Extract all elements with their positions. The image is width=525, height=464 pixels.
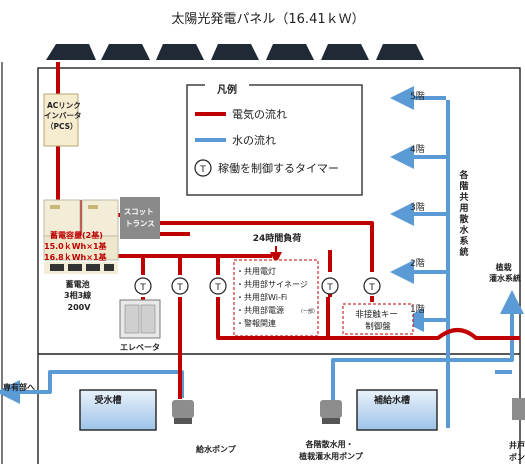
riser-label: 階 — [459, 180, 468, 192]
floor-label-1: 1階 — [410, 304, 425, 315]
svg-text:蓄電池 3相3線 200V: 蓄電池 3相3線 200V — [64, 279, 94, 312]
riser-label: 共 — [459, 191, 468, 203]
battery-units — [43, 199, 119, 274]
supplement-tank — [356, 389, 438, 431]
riser-label: 用 — [458, 203, 468, 214]
supply-pump-label: 給水ポンプ — [196, 444, 237, 454]
sprinkler-pump-label-1: 各階散水用・ — [305, 439, 354, 449]
elevator-icon — [119, 299, 161, 339]
floor-label-3: 3階 — [410, 202, 425, 213]
timer-icon: T — [139, 283, 146, 293]
floor-label-5: 5階 — [410, 91, 425, 102]
floor-label-4: 4階 — [410, 144, 425, 155]
inverter-label-2: インバータ — [44, 110, 82, 120]
battery-capacity-label: 蓄電容量(2基) — [50, 230, 103, 240]
battery-capacity-1: 15.0ｋWh×1基 — [44, 241, 108, 251]
load-item-3: ・共用部Wi-Fi — [236, 292, 287, 302]
load-items-box — [233, 259, 319, 337]
timer-icon: T — [176, 283, 183, 293]
svg-text:植栽 灌水系統: 植栽 灌水系統 — [489, 262, 521, 283]
floor-label-2: 2階 — [410, 258, 425, 269]
svg-text:スコット トランス: スコット トランス — [124, 207, 157, 228]
scott-label-2: トランス — [125, 219, 155, 228]
riser-label: 統 — [459, 246, 468, 258]
battery-name: 蓄電池 — [66, 279, 90, 289]
load-note: （一部） — [298, 308, 318, 315]
svg-text:井戸 ポン: 井戸 ポン — [509, 440, 525, 462]
riser-label: 系 — [459, 235, 468, 247]
svg-text:非接触キー 制御盤: 非接触キー 制御盤 — [355, 309, 400, 332]
inverter-label-3: （PCS） — [46, 121, 78, 131]
building-outline — [37, 67, 521, 464]
load-item-1: ・共用電灯 — [236, 266, 276, 276]
load-item-2: ・共用部サイネージ — [236, 279, 308, 289]
scott-label-1: スコット — [124, 207, 154, 216]
sprinkler-pump-label-2: 植栽灌水用ポンプ — [298, 451, 364, 461]
diagram-title: 太陽光発電パネル（16.41ｋＷ） — [171, 12, 364, 27]
receiving-tank-label: 受水槽 — [94, 394, 121, 406]
well-pump-label-1: 井戸 — [509, 440, 525, 450]
legend-electric: 電気の流れ — [232, 107, 287, 121]
sprinkler-pump-icon — [320, 400, 342, 424]
supply-pump-icon — [172, 400, 194, 424]
riser-label: 水 — [459, 224, 469, 236]
timer-icon: T — [214, 283, 221, 293]
riser-label: 各 — [458, 169, 469, 181]
planting-label-2: 灌水系統 — [489, 273, 521, 283]
private-area-label: 専有部へ — [3, 382, 35, 392]
riser-label: 散 — [459, 213, 469, 225]
supplement-tank-label: 補給水槽 — [373, 394, 410, 406]
battery-voltage: 200V — [68, 303, 92, 312]
timer-icon: T — [368, 283, 375, 293]
load-24h-label: 24時間負荷 — [253, 232, 302, 244]
keyless-label-1: 非接触キー — [355, 309, 398, 320]
timer-icon: T — [326, 283, 333, 293]
svg-text:蓄電容量(2基) 15.0ｋWh×1基 16: 蓄電容量(2基) 15.0ｋWh×1基 16.8ｋWh×1基 — [44, 230, 109, 262]
planting-label-1: 植栽 — [495, 262, 512, 272]
inverter-label-1: ACリンク — [47, 100, 81, 110]
timer-icons — [134, 277, 381, 295]
receiving-tank — [79, 389, 157, 431]
solar-panel-array — [46, 44, 424, 60]
well-pump-icon — [512, 398, 525, 420]
svg-text:・共用電灯 ・共用部サイネージ ・共用部Wi: ・共用電灯 ・共用部サイネージ ・共用部Wi-Fi ・共用部電源 ・警報関連 — [236, 266, 310, 328]
well-pump-label-2: ポン — [509, 452, 525, 462]
water-flow-lines — [0, 86, 524, 428]
legend-heading: 凡例 — [217, 83, 237, 96]
inverter-box — [43, 93, 79, 147]
legend-timer-symbol: T — [199, 165, 206, 175]
svg-text:ACリンク インバータ （PCS）: ACリンク インバータ （PCS） — [44, 100, 84, 131]
load-item-4: ・共用部電源 — [236, 305, 284, 315]
keyless-panel — [342, 303, 414, 335]
svg-text:各階散水用・ 植栽灌水用ポンプ: 各階散水用・ 植栽灌水用ポンプ — [298, 439, 364, 461]
legend-timer: 稼働を制御するタイマー — [218, 161, 339, 175]
battery-capacity-2: 16.8ｋWh×1基 — [44, 252, 108, 262]
elevator-label: エレベータ — [120, 342, 160, 352]
keyless-label-2: 制御盤 — [365, 321, 391, 332]
legend: 凡例 電気の流れ 水の流れ T 稼働を制御するタイマー — [186, 79, 363, 196]
scott-transformer — [120, 197, 160, 239]
legend-water: 水の流れ — [232, 133, 276, 147]
load-item-5: ・警報関連 — [236, 318, 276, 328]
battery-phase: 3相3線 — [64, 290, 91, 300]
